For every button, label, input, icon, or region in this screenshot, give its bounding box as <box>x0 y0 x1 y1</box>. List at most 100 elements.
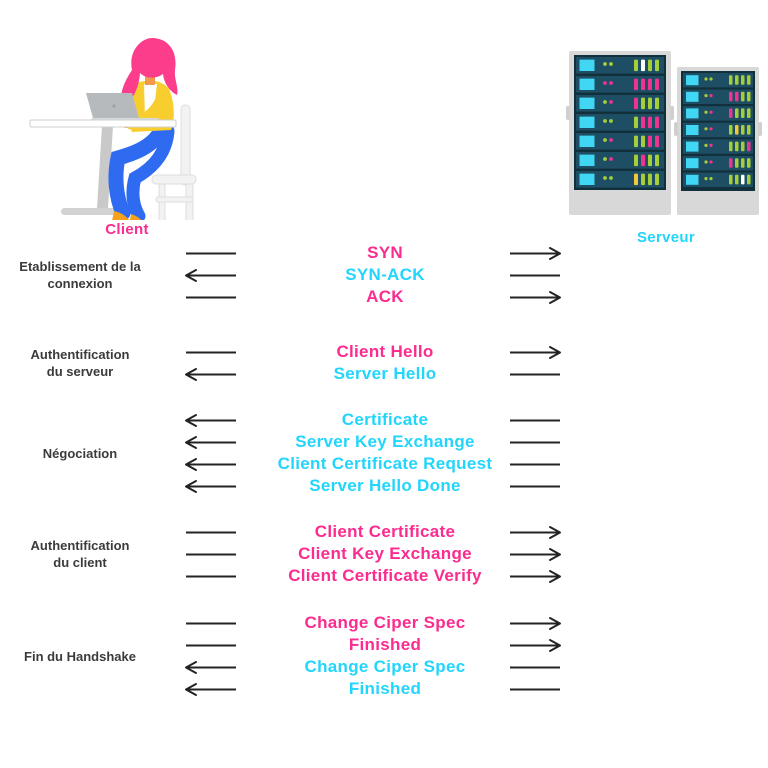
phase-label-line: Etablissement de la <box>19 259 141 274</box>
chair-icon <box>151 104 197 220</box>
client-line-icon <box>160 525 262 540</box>
arrow-left-icon <box>160 457 262 472</box>
phase-label-cell: Fin du Handshake <box>0 648 160 665</box>
message-row: Client Certificate Verify <box>160 565 600 587</box>
server-line-icon <box>508 413 600 428</box>
arrow-left-icon <box>160 479 262 494</box>
phase-label: Authentification du client <box>11 537 149 571</box>
message-row: SYN-ACK <box>160 264 600 286</box>
client-person-illustration <box>29 38 197 220</box>
message-row: Finished <box>160 678 600 700</box>
phase-label-line: connexion <box>47 276 113 291</box>
phase-label: Fin du Handshake <box>11 648 149 665</box>
arrow-right-icon <box>508 569 600 584</box>
phase-label: Négociation <box>11 445 149 462</box>
client-line-icon <box>160 345 262 360</box>
person-head <box>121 38 178 108</box>
server-line-icon <box>508 660 600 675</box>
arrow-right-icon <box>508 345 600 360</box>
message-label: Server Key Exchange <box>295 432 475 451</box>
phase-label-cell: Négociation <box>0 445 160 462</box>
server-label: Serveur <box>637 229 695 246</box>
phase-label-cell: Etablissement de la connexion <box>0 258 160 292</box>
person-legs <box>108 115 175 220</box>
client-line-icon <box>160 638 262 653</box>
server-line-icon <box>508 268 600 283</box>
arrow-left-icon <box>160 682 262 697</box>
arrow-left-icon <box>160 413 262 428</box>
arrow-right-icon <box>508 525 600 540</box>
message-label: Finished <box>348 679 422 698</box>
server-racks-illustration <box>566 51 762 215</box>
client-line-icon <box>160 569 262 584</box>
message-row: Finished <box>160 634 600 656</box>
desk-top <box>29 119 177 128</box>
message-row: ACK <box>160 286 600 308</box>
arrow-left-icon <box>160 660 262 675</box>
arrow-left-icon <box>160 268 262 283</box>
client-line-icon <box>160 616 262 631</box>
arrow-right-icon <box>508 638 600 653</box>
arrow-right-icon <box>508 246 600 261</box>
message-label: SYN <box>367 243 403 262</box>
message-label: Certificate <box>341 410 429 429</box>
phase-label-line: du serveur <box>46 364 114 379</box>
server-line-icon <box>508 479 600 494</box>
client-label: Client <box>105 221 149 238</box>
message-label: Client Certificate Request <box>277 454 493 473</box>
arrow-right-icon <box>508 290 600 305</box>
arrow-left-icon <box>160 367 262 382</box>
server-line-icon <box>508 682 600 697</box>
message-row: Server Hello <box>160 363 600 385</box>
message-label: Change Ciper Spec <box>304 613 466 632</box>
message-row: Client Hello <box>160 341 600 363</box>
client-line-icon <box>160 547 262 562</box>
message-label: Server Hello Done <box>309 476 461 495</box>
phase-label-cell: Authentification du client <box>0 537 160 571</box>
client-line-icon <box>160 290 262 305</box>
phase-label-line: du client <box>53 555 107 570</box>
shoes-icon <box>112 211 142 220</box>
server-line-icon <box>508 367 600 382</box>
message-label: Server Hello <box>333 364 437 383</box>
message-row: Client Certificate Request <box>160 453 600 475</box>
message-label: Finished <box>348 635 422 654</box>
phase-label-cell: Authentification du serveur <box>0 346 160 380</box>
phase-label-line: Authentification <box>30 347 130 362</box>
phase-label-line: Authentification <box>30 538 130 553</box>
message-label: Client Key Exchange <box>298 544 472 563</box>
message-label: Change Ciper Spec <box>304 657 466 676</box>
server-line-icon <box>508 457 600 472</box>
message-row: Change Ciper Spec <box>160 612 600 634</box>
hair <box>121 38 178 108</box>
phase-label-line: Négociation <box>42 445 118 461</box>
message-row: Server Key Exchange <box>160 431 600 453</box>
message-row: Change Ciper Spec <box>160 656 600 678</box>
message-label: Client Hello <box>336 342 434 361</box>
message-row: Certificate <box>160 409 600 431</box>
arrow-right-icon <box>508 547 600 562</box>
phase-label-line: Fin du Handshake <box>24 648 136 664</box>
client-line-icon <box>160 246 262 261</box>
message-label: Client Certificate Verify <box>288 566 482 585</box>
message-row: Server Hello Done <box>160 475 600 497</box>
phase-label: Etablissement de la connexion <box>11 258 149 292</box>
phase-label: Authentification du serveur <box>11 346 149 380</box>
message-row: SYN <box>160 242 600 264</box>
message-label: Client Certificate <box>314 522 456 541</box>
message-row: Client Key Exchange <box>160 543 600 565</box>
arrow-right-icon <box>508 616 600 631</box>
message-label: ACK <box>366 287 404 306</box>
arrow-left-icon <box>160 435 262 450</box>
